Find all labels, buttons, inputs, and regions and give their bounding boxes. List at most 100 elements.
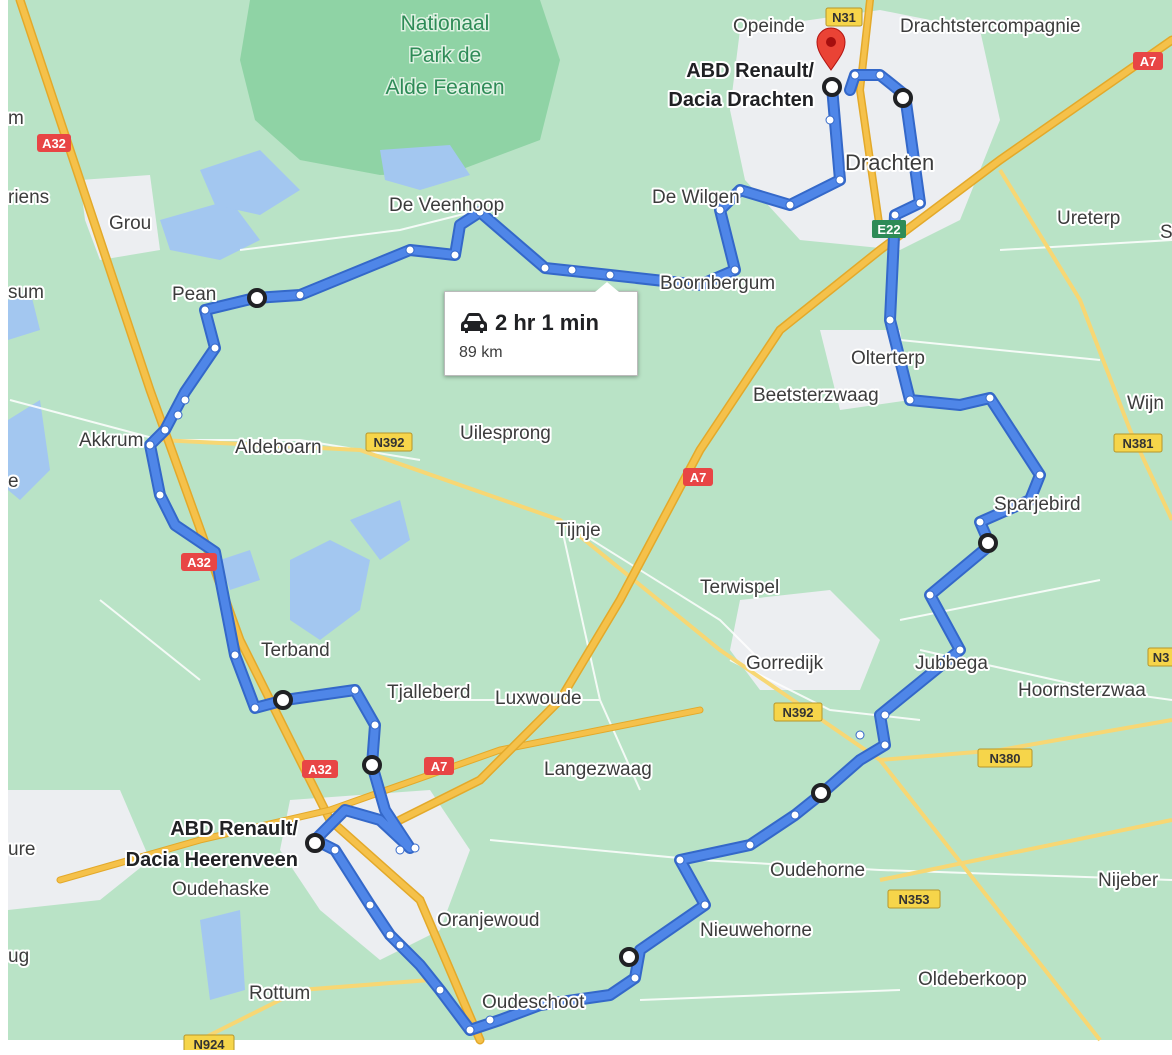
place-label: m [8,108,24,129]
shield-n392-right: N392 [773,702,823,722]
info-box-tail [595,282,619,292]
svg-text:A7: A7 [690,470,707,485]
svg-text:Dacia Drachten: Dacia Drachten [668,89,814,111]
place-label: riens [8,187,49,208]
place-label: Hoornsterzwaa [1018,680,1146,701]
place-label: Rottum [249,983,310,1004]
place-label: Uilesprong [460,423,551,444]
waypoint-marker[interactable] [893,88,913,108]
shield-n3-edge: N3 [1147,647,1172,667]
svg-text:Park de: Park de [409,44,481,67]
water-features [8,145,470,1000]
place-label: Wijn [1127,393,1164,414]
shield-a7-mid: A7 [683,468,713,486]
route-info-box[interactable]: 2 hr 1 min 89 km [444,282,638,376]
svg-text:E22: E22 [877,222,900,237]
waypoints[interactable] [247,77,998,967]
dealer-label-drachten[interactable]: ABD Renault/ Dacia Drachten [666,58,816,113]
waypoint-marker[interactable] [305,833,325,853]
route-duration-text: 2 hr 1 min [495,310,599,335]
car-icon [461,313,487,333]
place-label: Oranjewoud [437,910,539,931]
route-distance: 89 km [459,344,503,361]
shield-n381: N381 [1113,433,1163,453]
waypoint-marker[interactable] [362,755,382,775]
svg-text:Nationaal: Nationaal [401,12,490,35]
road-shields: A32 A32 A32 A7 A7 A7 N31 E22 N392 N392 N… [37,7,1172,1054]
shield-a32-top: A32 [37,134,71,152]
shield-a32-low: A32 [302,760,338,778]
waypoint-marker[interactable] [811,783,831,803]
shield-n924: N924 [183,1034,235,1054]
svg-text:N381: N381 [1122,436,1153,451]
place-label: Boornbergum [660,273,775,294]
waypoint-marker[interactable] [247,288,267,308]
place-label: Langezwaag [544,759,652,780]
svg-text:N392: N392 [782,705,813,720]
shield-e22: E22 [872,220,906,238]
place-label: Oudehaske [172,879,269,900]
svg-text:A7: A7 [431,759,448,774]
shield-n380: N380 [977,748,1033,768]
waypoint-marker[interactable] [273,690,293,710]
place-label: Tijnje [556,520,601,541]
place-label: De Veenhoop [389,195,504,216]
waypoint-marker[interactable] [978,533,998,553]
place-label: sum [8,282,44,303]
place-label: Oldeberkoop [918,969,1027,990]
shield-n353: N353 [887,889,941,909]
place-label: ure [8,839,35,860]
dealer-label-heerenveen[interactable]: ABD Renault/ Dacia Heerenveen [124,816,301,873]
place-label: Tjalleberd [387,682,470,703]
place-label: S [1160,222,1172,243]
place-label: Opeinde [733,16,805,37]
place-label: Oudeschoot [482,992,585,1013]
place-label: Pean [172,284,216,305]
place-label: Grou [109,213,151,234]
place-label: Nieuwehorne [700,920,812,941]
shield-a32-mid: A32 [181,553,217,571]
secondary-roads [159,168,1172,1042]
place-label: Terwispel [700,577,779,598]
shield-a7-right: A7 [1133,52,1163,70]
destination-pin-icon[interactable] [816,27,846,71]
svg-text:N924: N924 [193,1037,225,1050]
svg-text:A32: A32 [308,762,332,777]
waypoint-marker[interactable] [619,947,639,967]
place-label: Luxwoude [495,688,582,709]
place-label: Jubbega [915,653,988,674]
svg-text:N353: N353 [898,892,929,907]
place-label: Olterterp [851,348,925,369]
place-label: e [8,471,19,492]
place-label: Drachtstercompagnie [900,16,1081,37]
place-label: Aldeboarn [235,437,322,458]
place-label: De Wilgen [652,187,740,208]
svg-text:N392: N392 [373,435,404,450]
svg-text:Alde Feanen: Alde Feanen [385,76,504,99]
place-label: Beetsterzwaag [753,385,879,406]
place-label: Drachten [845,150,934,175]
place-labels: Opeinde Drachtstercompagnie Drachten De … [6,14,1172,1015]
place-label: Oudehorne [770,860,865,881]
svg-text:A7: A7 [1140,54,1157,69]
route-duration: 2 hr 1 min [459,310,599,336]
svg-text:N380: N380 [989,751,1020,766]
svg-text:A32: A32 [187,555,211,570]
park-label: Nationaal Park de Alde Feanen [384,11,506,101]
svg-text:ABD Renault/: ABD Renault/ [686,60,814,82]
place-label: Terband [261,640,330,661]
route-nodes [145,70,1045,1035]
place-label: Gorredijk [746,653,824,674]
park-area [240,0,560,175]
place-label: Ureterp [1057,208,1120,229]
frame-left [0,0,8,1050]
place-label: Nijeber [1098,870,1159,891]
svg-text:A32: A32 [42,136,66,151]
shield-n392-left: N392 [365,432,413,452]
place-label: ug [8,946,29,967]
svg-text:ABD Renault/: ABD Renault/ [170,818,298,840]
waypoint-marker[interactable] [822,77,842,97]
shield-a7-low: A7 [424,757,454,775]
svg-text:N3: N3 [1153,650,1170,665]
